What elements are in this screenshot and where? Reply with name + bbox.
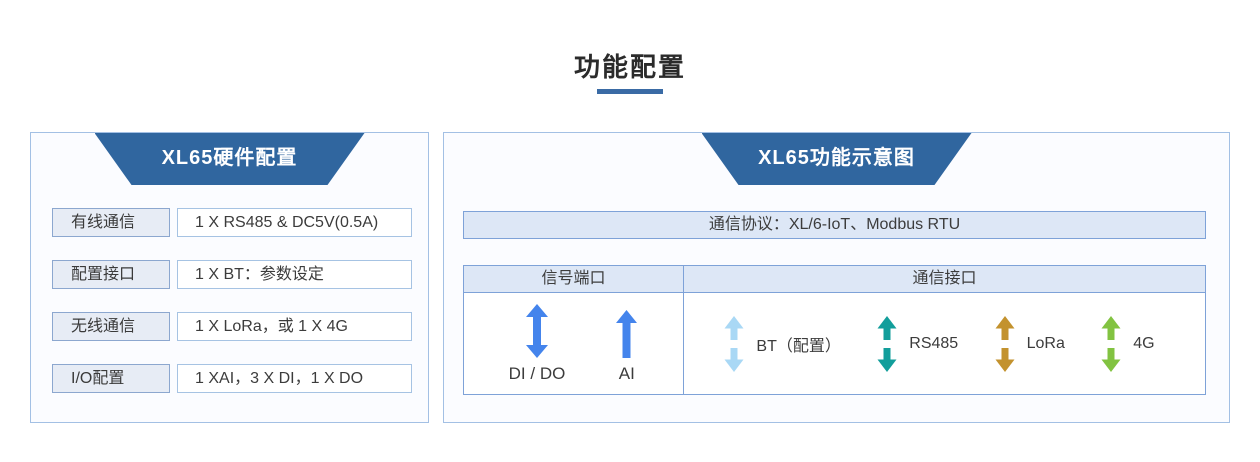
up-arrow-icon — [616, 310, 638, 358]
comm-item-label: BT（配置） — [756, 337, 841, 355]
comm-item-label: LoRa — [1026, 334, 1065, 352]
row-value-wired-comm: 1 X RS485 & DC5V(0.5A) — [177, 208, 412, 237]
comm-item-lora: LoRa — [995, 315, 1065, 372]
double-arrow-icon — [525, 304, 548, 358]
hardware-panel-header: XL65硬件配置 — [95, 133, 365, 185]
ports-table-header: 信号端口 通信接口 — [464, 266, 1205, 293]
protocol-bar: 通信协议：XL/6-IoT、Modbus RTU — [463, 211, 1206, 239]
signal-ports-cell: DI / DO AI — [464, 293, 684, 394]
signal-item-label: AI — [618, 364, 635, 383]
table-row: I/O配置 1 XAI，3 X DI，1 X DO — [52, 364, 412, 393]
table-row: 有线通信 1 X RS485 & DC5V(0.5A) — [52, 208, 412, 237]
panels-row: XL65硬件配置 有线通信 1 X RS485 & DC5V(0.5A) 配置接… — [0, 132, 1260, 423]
signal-ports-header: 信号端口 — [464, 266, 684, 292]
comm-item-4g: 4G — [1101, 315, 1155, 372]
comm-item-rs485: RS485 — [877, 315, 959, 372]
row-value-wireless-comm: 1 X LoRa，或 1 X 4G — [177, 312, 412, 341]
signal-item-label: DI / DO — [508, 364, 566, 383]
ports-table-body: DI / DO AI — [464, 293, 1205, 394]
comm-interfaces-cell: BT（配置） — [684, 293, 1205, 394]
page-title: 功能配置 — [573, 52, 686, 82]
split-double-arrow-icon — [995, 315, 1015, 372]
table-row: 无线通信 1 X LoRa，或 1 X 4G — [52, 312, 412, 341]
signal-item-di-do: DI / DO — [508, 304, 566, 384]
split-double-arrow-icon — [877, 315, 897, 372]
row-label-config-interface: 配置接口 — [52, 260, 170, 289]
row-label-wired-comm: 有线通信 — [52, 208, 170, 237]
row-label-wireless-comm: 无线通信 — [52, 312, 170, 341]
table-row: 配置接口 1 X BT：参数设定 — [52, 260, 412, 289]
row-label-io-config: I/O配置 — [52, 364, 170, 393]
comm-interfaces-header: 通信接口 — [912, 270, 977, 287]
hardware-rows: 有线通信 1 X RS485 & DC5V(0.5A) 配置接口 1 X BT：… — [31, 208, 428, 393]
comm-item-label: 4G — [1133, 334, 1155, 352]
split-double-arrow-icon — [1101, 315, 1121, 372]
comm-item-label: RS485 — [909, 334, 959, 352]
function-diagram-panel: XL65功能示意图 通信协议：XL/6-IoT、Modbus RTU 信号端口 … — [443, 132, 1230, 423]
title-underline — [597, 89, 663, 94]
function-panel-body: 通信协议：XL/6-IoT、Modbus RTU 信号端口 通信接口 — [444, 211, 1229, 395]
signal-item-ai: AI — [615, 310, 638, 384]
comm-item-bt: BT（配置） — [724, 315, 841, 372]
row-value-config-interface: 1 X BT：参数设定 — [177, 260, 412, 289]
title-section: 功能配置 — [0, 0, 1260, 94]
hardware-config-panel: XL65硬件配置 有线通信 1 X RS485 & DC5V(0.5A) 配置接… — [30, 132, 429, 423]
row-value-io-config: 1 XAI，3 X DI，1 X DO — [177, 364, 412, 393]
function-panel-header: XL65功能示意图 — [702, 133, 972, 185]
ports-table: 信号端口 通信接口 — [463, 265, 1206, 395]
split-double-arrow-icon — [724, 315, 744, 372]
